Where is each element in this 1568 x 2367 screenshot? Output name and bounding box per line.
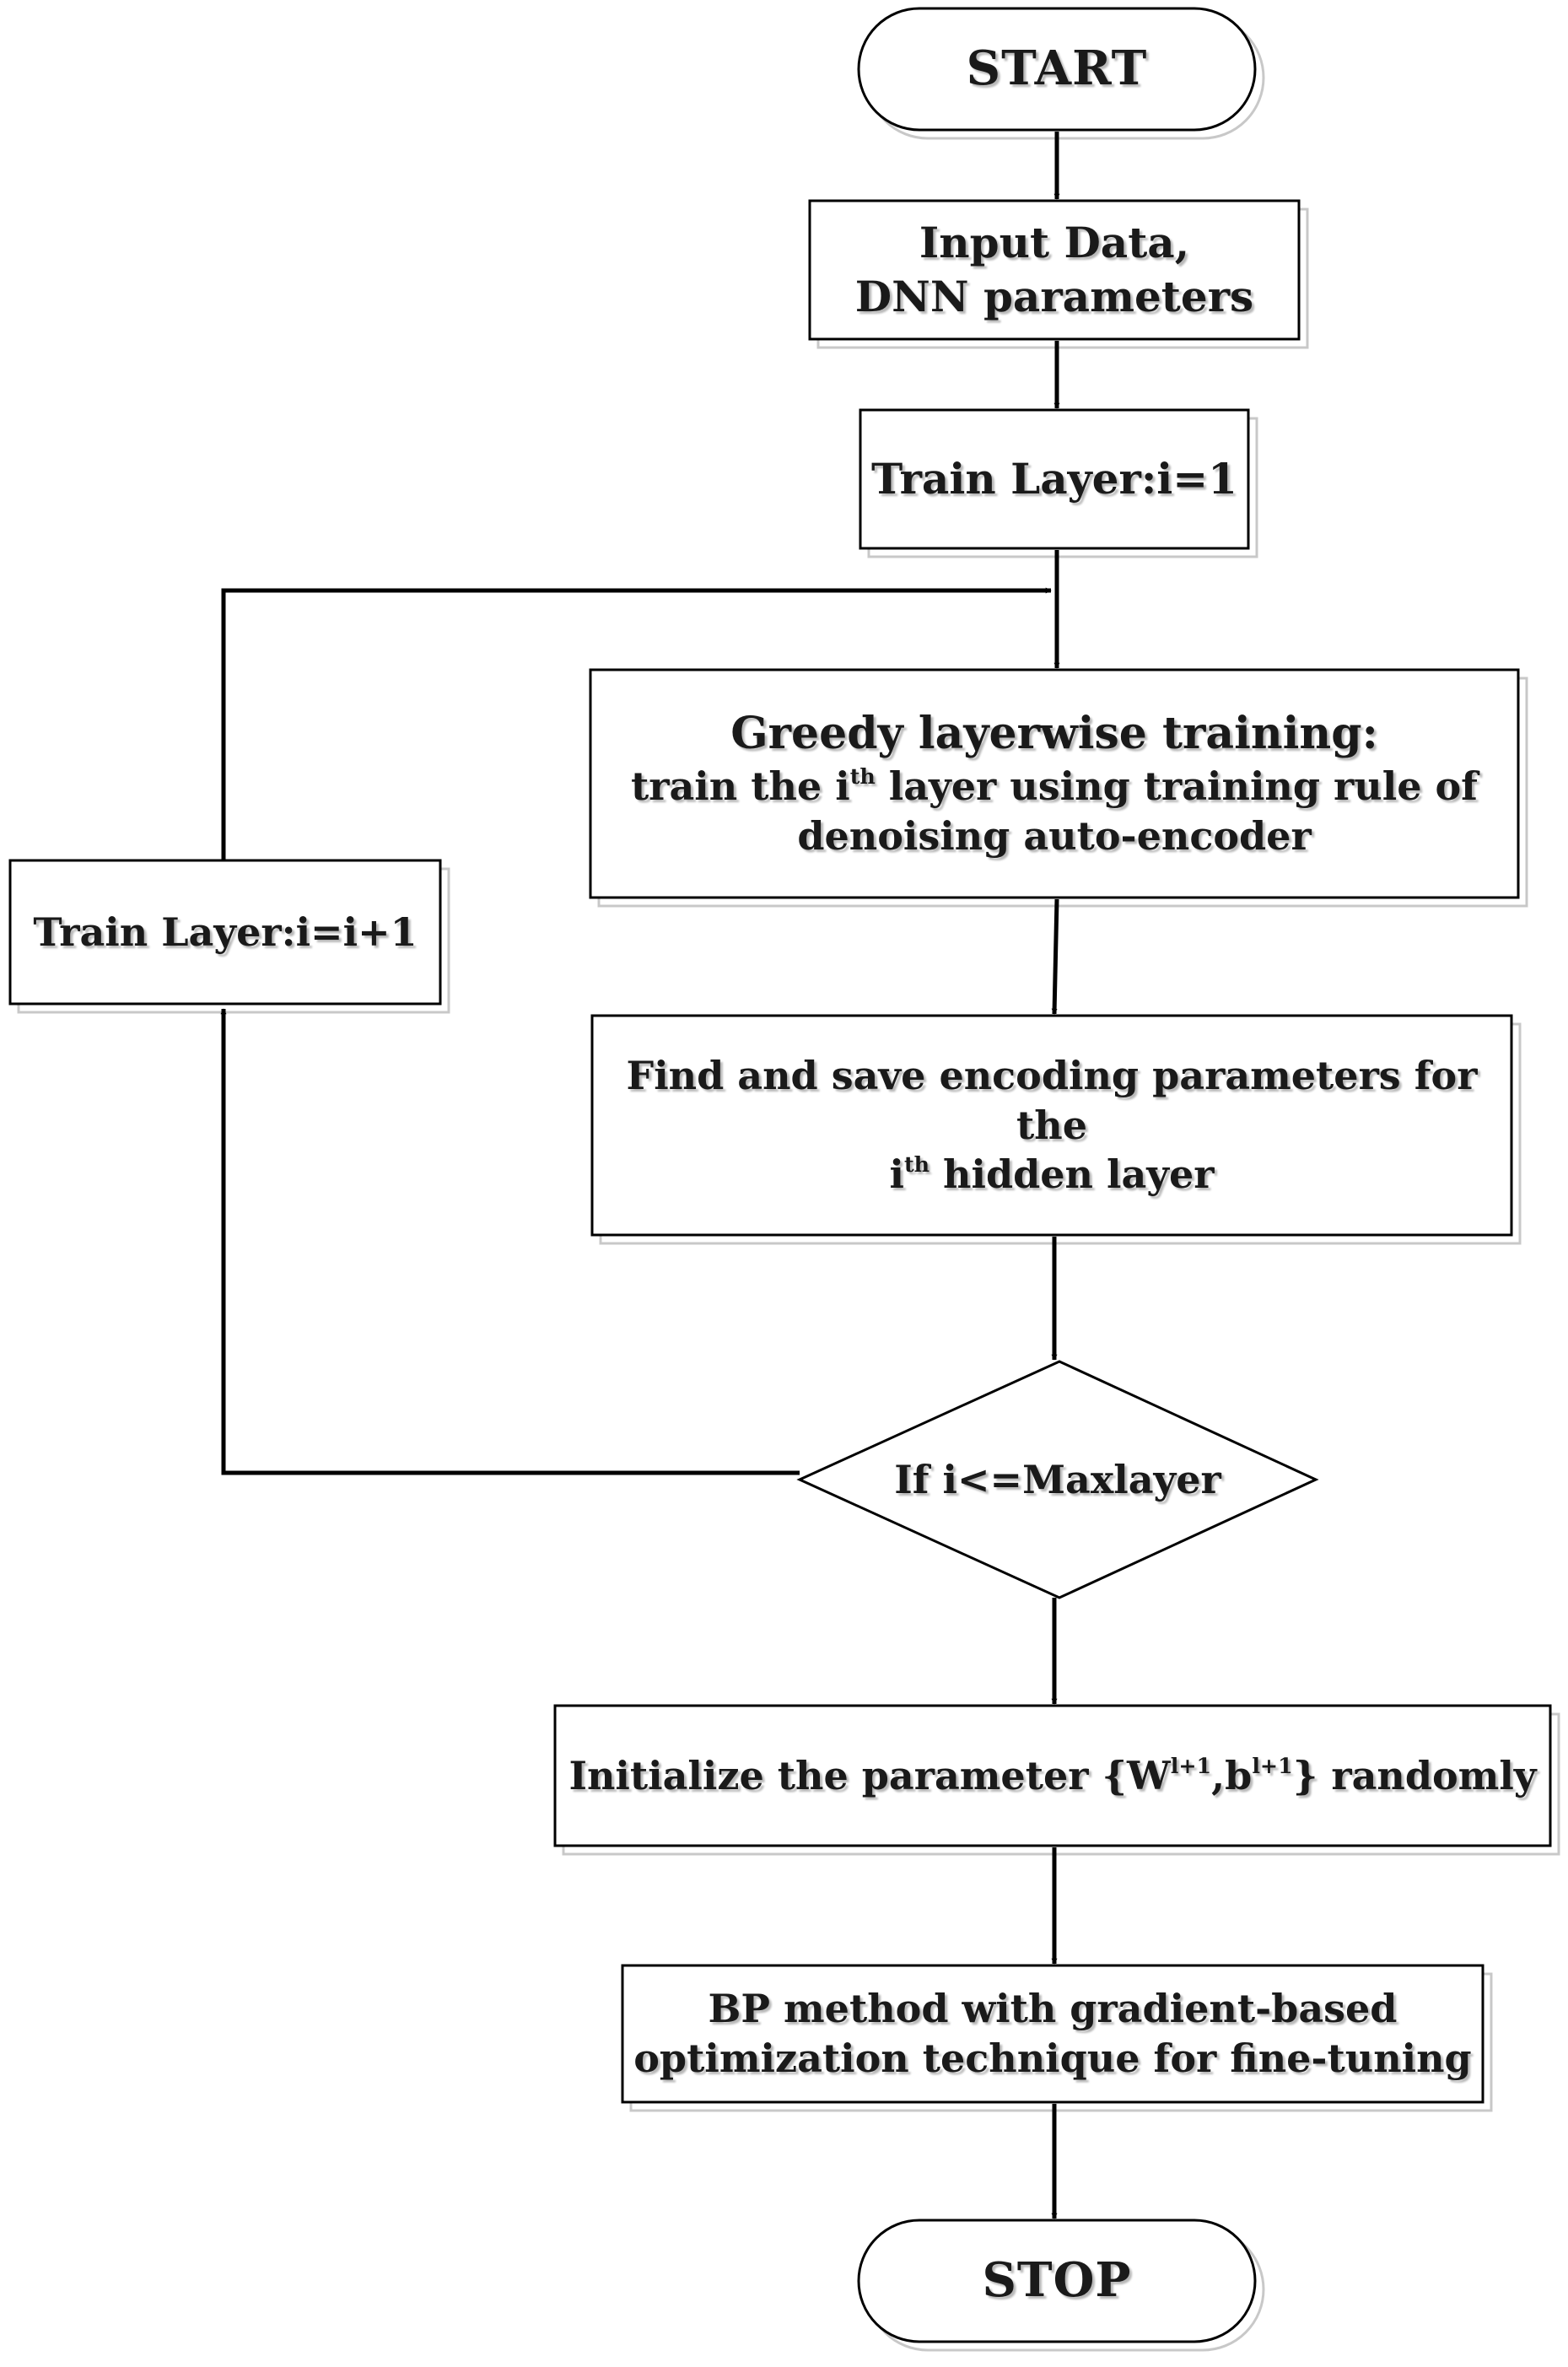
start-terminal-shape (857, 7, 1265, 140)
init-mid: ,b (1211, 1752, 1253, 1798)
loop-train-next-to-greedy (221, 587, 1052, 860)
input-data-line1: Input Data, (919, 218, 1190, 267)
decision-label: If i<=Maxlayer (800, 1429, 1316, 1530)
init-sup2: l+1 (1252, 1752, 1293, 1778)
stop-terminal-shape (857, 2219, 1265, 2352)
init-pre: Initialize the parameter {W (568, 1752, 1171, 1798)
loop-decision-to-train-next (220, 1008, 800, 1475)
init-sup1: l+1 (1170, 1752, 1212, 1778)
initialize-label: Initialize the parameter {Wl+1,bl+1} ran… (555, 1706, 1550, 1846)
greedy-line2-pre: train the i (631, 763, 850, 810)
init-post: } randomly (1292, 1752, 1537, 1798)
find-line2-pre: i (889, 1151, 904, 1198)
start-label: START (859, 8, 1255, 130)
train-first-layer-box (859, 408, 1258, 558)
find-line1: Find and save encoding parameters for th… (626, 1052, 1478, 1148)
greedy-line2: train the ith layer using training rule … (631, 762, 1478, 811)
input-data-line2: DNN parameters (854, 272, 1254, 321)
greedy-training-box (589, 668, 1528, 908)
find-line2: ith hidden layer (889, 1150, 1214, 1200)
find-line2-post: hidden layer (929, 1151, 1215, 1198)
initialize-line: Initialize the parameter {Wl+1,bl+1} ran… (568, 1751, 1536, 1801)
train-next-layer-box (8, 859, 450, 1014)
bp-fine-tuning-label: BP method with gradient-based optimizati… (622, 1965, 1483, 2102)
start-text: START (966, 40, 1148, 97)
initialize-parameters-box (553, 1704, 1560, 1856)
find-line2-sup: th (903, 1151, 930, 1178)
bp-fine-tuning-box (621, 1964, 1493, 2112)
greedy-line3: denoising auto-encoder (797, 813, 1312, 860)
train-first-text: Train Layer:i=1 (871, 454, 1237, 504)
find-encoding-box (590, 1014, 1522, 1245)
train-next-text: Train Layer:i=i+1 (33, 909, 418, 955)
train-first-label: Train Layer:i=1 (860, 410, 1248, 548)
stop-text: STOP (982, 2252, 1132, 2309)
input-data-box (808, 199, 1309, 349)
greedy-line2-post: layer using training rule of (875, 763, 1478, 810)
greedy-line2-sup: th (849, 763, 876, 790)
train-next-label: Train Layer:i=i+1 (10, 860, 440, 1004)
greedy-title: Greedy layerwise training: (730, 707, 1378, 759)
decision-text: If i<=Maxlayer (894, 1456, 1221, 1502)
decision-diamond (796, 1360, 1319, 1599)
find-encoding-label: Find and save encoding parameters for th… (592, 1016, 1511, 1235)
greedy-training-label: Greedy layerwise training: train the ith… (590, 670, 1518, 898)
bp-line1: BP method with gradient-based (708, 1986, 1398, 2032)
input-data-label: Input Data, DNN parameters (810, 201, 1299, 339)
stop-label: STOP (859, 2220, 1255, 2342)
bp-line2: optimization technique for fine-tuning (633, 2035, 1472, 2081)
arrow-greedy-to-find (1051, 898, 1059, 1015)
